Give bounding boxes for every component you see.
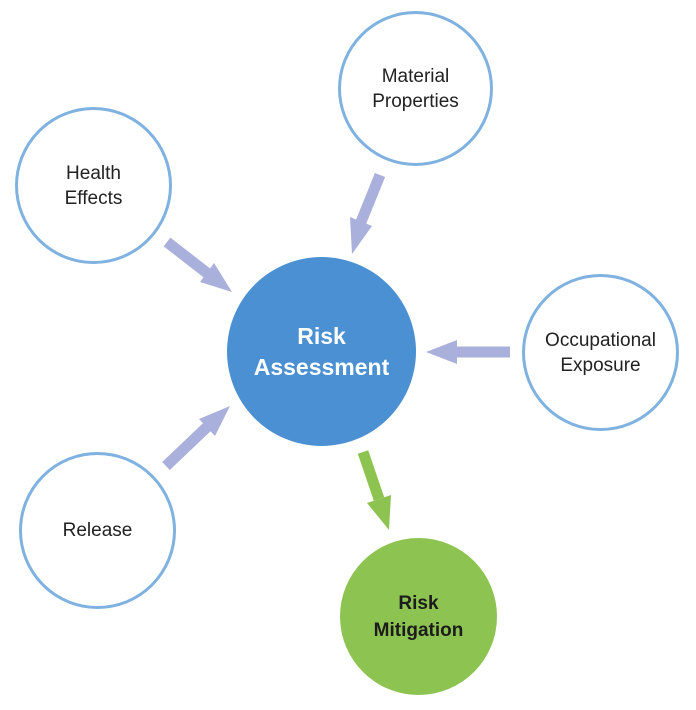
risk-assessment-label: Risk Assessment	[253, 322, 390, 380]
material-properties-node: Material Properties	[338, 11, 493, 166]
health-effects-label: Health Effects	[64, 162, 123, 209]
health-effects-node: Health Effects	[15, 107, 172, 264]
occupational-exposure-label: Occupational Exposure	[545, 329, 656, 376]
material-properties-label: Material Properties	[372, 65, 459, 112]
release-label: Release	[62, 520, 133, 541]
risk-mitigation-label: Risk Mitigation	[373, 592, 464, 641]
arrow-health-to-assessment	[163, 237, 232, 292]
arrow-release-to-assessment	[162, 406, 230, 470]
occupational-exposure-node: Occupational Exposure	[522, 274, 679, 431]
arrow-material-to-assessment	[350, 172, 386, 254]
risk-mitigation-node: Risk Mitigation	[340, 538, 497, 695]
release-node: Release	[19, 452, 176, 609]
arrow-exposure-to-assessment	[426, 340, 510, 364]
risk-assessment-node: Risk Assessment	[227, 257, 416, 446]
arrow-assessment-to-mitigation	[357, 450, 391, 530]
